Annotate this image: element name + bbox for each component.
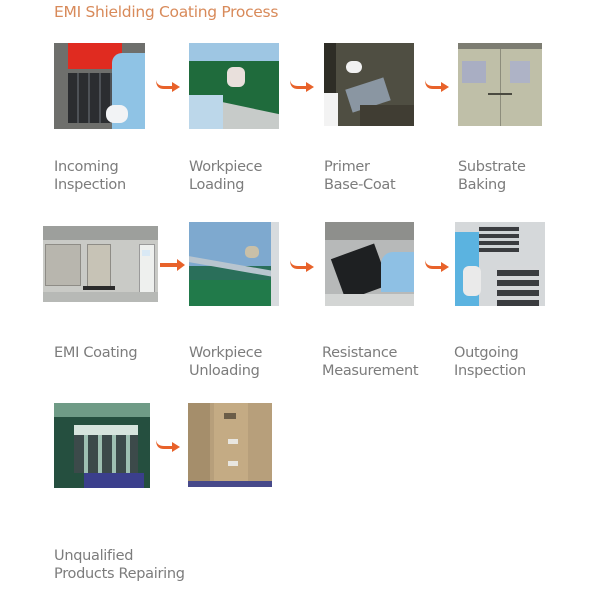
curved-right-arrow-icon: [160, 259, 185, 271]
step-5-photo: [43, 226, 158, 302]
curved-right-arrow-icon: [156, 80, 180, 92]
step-8-photo: [455, 222, 545, 306]
step-5-label: EMI Coating: [54, 345, 138, 361]
curved-right-arrow-icon: [425, 260, 449, 272]
step-1-label: Incoming Inspection: [54, 159, 126, 193]
step-4-label: Substrate Baking: [458, 159, 526, 193]
step-3-label: Primer Base-Coat: [324, 159, 396, 193]
step-2-photo: [189, 43, 279, 129]
step-9-photo: [54, 403, 150, 488]
step-9-label: Unqualified Products Repairing: [54, 548, 185, 582]
curved-right-arrow-icon: [290, 80, 314, 92]
curved-right-arrow-icon: [290, 260, 314, 272]
curved-right-arrow-icon: [425, 80, 449, 92]
page-title: EMI Shielding Coating Process: [54, 3, 279, 21]
step-8-label: Outgoing Inspection: [454, 345, 526, 379]
step-6-label: Workpiece Unloading: [189, 345, 263, 379]
step-3-photo: [324, 43, 414, 126]
step-7-label: Resistance Measurement: [322, 345, 419, 379]
step-1-photo: [54, 43, 145, 129]
step-2-label: Workpiece Loading: [189, 159, 263, 193]
step-4-photo: [458, 43, 542, 126]
step-6-photo: [189, 222, 279, 306]
step-10-photo: [188, 403, 272, 487]
step-7-photo: [325, 222, 414, 306]
curved-right-arrow-icon: [156, 440, 180, 452]
